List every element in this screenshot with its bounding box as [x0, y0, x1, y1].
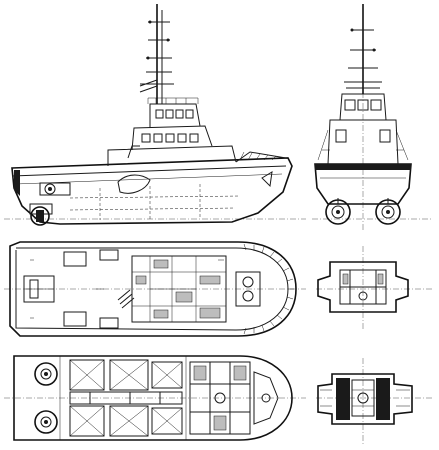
main-deck-tick-marks [30, 259, 224, 319]
deck-bollards [63, 249, 119, 329]
lower-forepeak [253, 371, 279, 425]
side-internal-tanks [69, 184, 241, 220]
lower-accommodation-fixtures [193, 365, 247, 431]
aft-winch [39, 182, 71, 196]
lower-deck-outline [13, 355, 293, 441]
side-elevation-view [4, 4, 306, 226]
stern-fender [14, 170, 20, 196]
main-deckhouse-fixtures [135, 259, 221, 319]
wheelhouse-windows [155, 109, 194, 119]
front-elevation-view [312, 4, 432, 232]
wheelhouse-railing [147, 97, 199, 104]
side-deck-line [11, 165, 287, 177]
hull-logo-mark [261, 171, 273, 188]
ld-front-outline [317, 373, 413, 425]
lower-accommodation [189, 361, 251, 435]
forepeak-hatch [261, 393, 271, 403]
main-deck-outline [9, 241, 297, 337]
main-mast [139, 4, 172, 104]
side-hull-outline [11, 157, 293, 225]
lower-thrusters [34, 362, 58, 434]
md-front-inner [339, 269, 387, 305]
lower-deck-front-view [316, 358, 432, 444]
bow-fender-plan [243, 243, 294, 335]
fire-monitor [127, 145, 140, 159]
deckhouse-windows [141, 133, 199, 143]
deckhouse-lower [107, 145, 237, 166]
front-hull-fender [315, 164, 411, 170]
front-propellers [325, 198, 401, 225]
lower-deck-plan-view [4, 355, 306, 441]
deckhouse-main [131, 125, 213, 151]
bow-winch-plan [235, 271, 261, 307]
main-deckhouse-rooms [132, 256, 226, 322]
main-deck-stair [117, 289, 135, 309]
lower-engine-room [69, 391, 183, 405]
ld-front-structure [320, 378, 410, 420]
front-mast [344, 4, 382, 94]
azimuth-thruster-side [29, 203, 53, 226]
front-windows [335, 99, 391, 143]
aft-winch-plan [23, 275, 55, 303]
md-front-fixtures [342, 273, 384, 301]
front-stairs [317, 129, 409, 161]
lower-deck-tanks [69, 359, 183, 437]
front-deckhouse [327, 119, 399, 165]
wheelhouse [149, 103, 201, 128]
hull-logo-swoosh [117, 174, 151, 194]
main-deck-bulwark [15, 247, 289, 331]
bow-fender-hatch [239, 151, 277, 161]
md-front-outline [317, 261, 409, 313]
main-deck-front-view [316, 246, 432, 330]
lower-deck-tick-marks [59, 356, 187, 440]
main-deck-plan-view [4, 241, 306, 337]
